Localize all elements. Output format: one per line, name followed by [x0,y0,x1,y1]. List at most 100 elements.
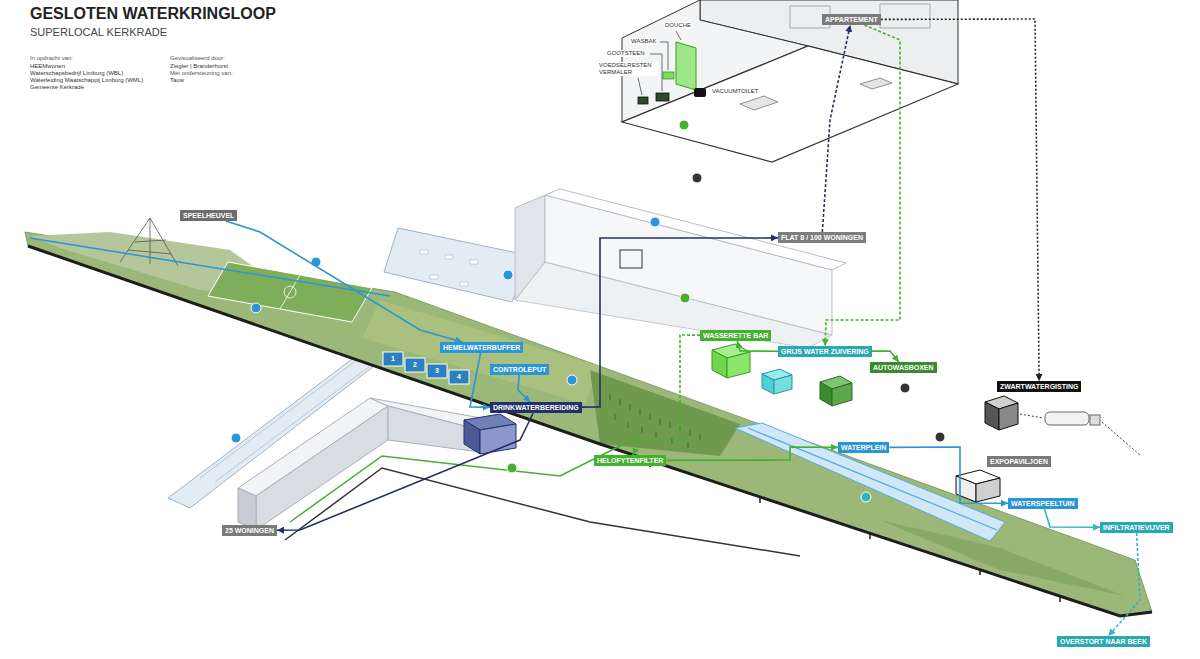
flow-connector [881,19,1039,381]
flow-icon [935,432,945,442]
flow-icon [567,375,577,385]
label-tag: HEMELWATERBUFFER [440,342,523,353]
tag-text: INFILTRATIEVIJVER [1103,523,1170,532]
flow-connector [1044,509,1100,527]
laundry-right [727,352,750,378]
pipe-line [290,436,640,522]
annotation-label: VOEDSELRESTEN VERMALER [598,62,658,76]
flow-icon [692,173,702,183]
flow-connector [825,25,900,346]
strip-edge [28,246,1152,616]
flat-roof [545,189,846,270]
flow-connector [872,351,899,362]
flat-side [515,195,545,300]
plant-left [464,420,480,454]
tag-text: WATERPLEIN [841,443,886,452]
vacuum-toilet [694,88,706,97]
tag-text: CONTROLEPUT [493,365,546,374]
pavilion-front [956,476,976,502]
washbasin [663,72,674,79]
garden-field [880,520,1125,596]
label-tag: INFILTRATIEVIJVER [1100,522,1173,533]
annotation-label: Ziegler | Branderhorst [170,63,228,70]
park-strip [25,232,1152,616]
flow-connector [1108,533,1140,636]
buffer-block [449,370,469,384]
apartment-windows [790,4,930,28]
annotation-label: Waterleiding Maatschappij Limburg (WML) [30,77,143,84]
annotation-label: WASBAK [630,38,657,45]
strip-ticks [650,461,1060,602]
flow-connector [277,413,533,530]
carwash-right [832,383,852,406]
flow-connector [470,353,490,407]
buffer-block [427,364,447,378]
flow-icon [251,303,261,313]
annotation-label: 2 [413,361,417,369]
annotation-label: SUPERLOCAL KERKRADE [30,26,167,39]
label-tag: ZWARTWATERGISTING [997,381,1081,392]
tag-text: WATERSPEELTUIN [1011,499,1075,508]
annotation-label: Tauw [170,77,184,84]
label-tag: FLAT 8 / 100 WONINGEN [778,232,866,243]
flow-icon [650,217,660,227]
flow-icon [231,433,241,443]
annotation-label: 3 [435,367,439,375]
label-tag: CONTROLEPUT [490,364,549,375]
digester-left [985,402,999,430]
label-tag: HELOFYTENFILTER [594,455,666,466]
apartment-floor [622,46,958,162]
tag-text: FLAT 8 / 100 WONINGEN [781,233,863,242]
shower [676,42,696,90]
label-tag: DRINKWATERBEREIDING [490,402,582,413]
annotation-label: DOUCHE [664,22,692,29]
climbing-frame [120,218,178,266]
houses-front [256,406,388,530]
tag-text: APPARTEMENT [825,15,878,24]
parking-lot [384,228,532,302]
annotation-label: VACUUMTOILET [711,88,759,95]
flow-icon [679,120,689,130]
tag-text: EXPOPAVILJOEN [990,457,1048,466]
annotation-label: Gemeente Kerkrade [30,84,84,91]
flow-icon [507,463,517,473]
flat-front [545,195,832,335]
field-circle [284,286,296,298]
pavilion-side [976,478,1000,502]
flow-icon [680,293,690,303]
water-square [735,423,1005,541]
label-tag: GRIJS WATER ZUIVERING [778,346,872,357]
digester-right [999,403,1018,430]
annotation-label: In opdracht van: [30,55,73,62]
greywater-left [762,374,774,394]
carwash-left [820,382,832,406]
label-tag: EXPOPAVILJOEN [987,456,1051,467]
flow-connector [666,447,838,460]
annotation-label: 1 [391,355,395,363]
greywater-right [774,375,792,394]
houses-end [238,488,256,530]
annotation-label: Met ondersteuning van: [170,70,233,77]
flow-icons [231,120,945,502]
kitchen-sink [656,93,669,101]
flow-connector [633,335,700,455]
flow-icon [861,492,871,502]
flow-connector [226,221,462,342]
label-tag: SPEELHEUVEL [180,210,237,221]
tag-text: GRIJS WATER ZUIVERING [781,347,869,356]
label-tag: OVERSTORT NAAR BEEK [1057,636,1150,647]
flow-connector [737,341,778,351]
flow-connector [822,25,850,232]
buffer-block [405,358,425,372]
helofyten-field [590,370,740,456]
label-tag: AUTOWASBOXEN [870,362,937,373]
tag-text: OVERSTORT NAAR BEEK [1060,637,1147,646]
tag-text: SPEELHEUVEL [183,211,234,220]
flow-connector [518,375,530,402]
tag-text: DRINKWATERBEREIDING [493,403,579,412]
annotation-label: Waterschapsbedrijf Limburg (WBL) [30,70,123,77]
parking-cars [420,250,478,286]
annotation-label: 4 [457,373,461,381]
truck-tank [1045,412,1089,425]
tag-text: ZWARTWATERGISTING [1000,382,1078,391]
